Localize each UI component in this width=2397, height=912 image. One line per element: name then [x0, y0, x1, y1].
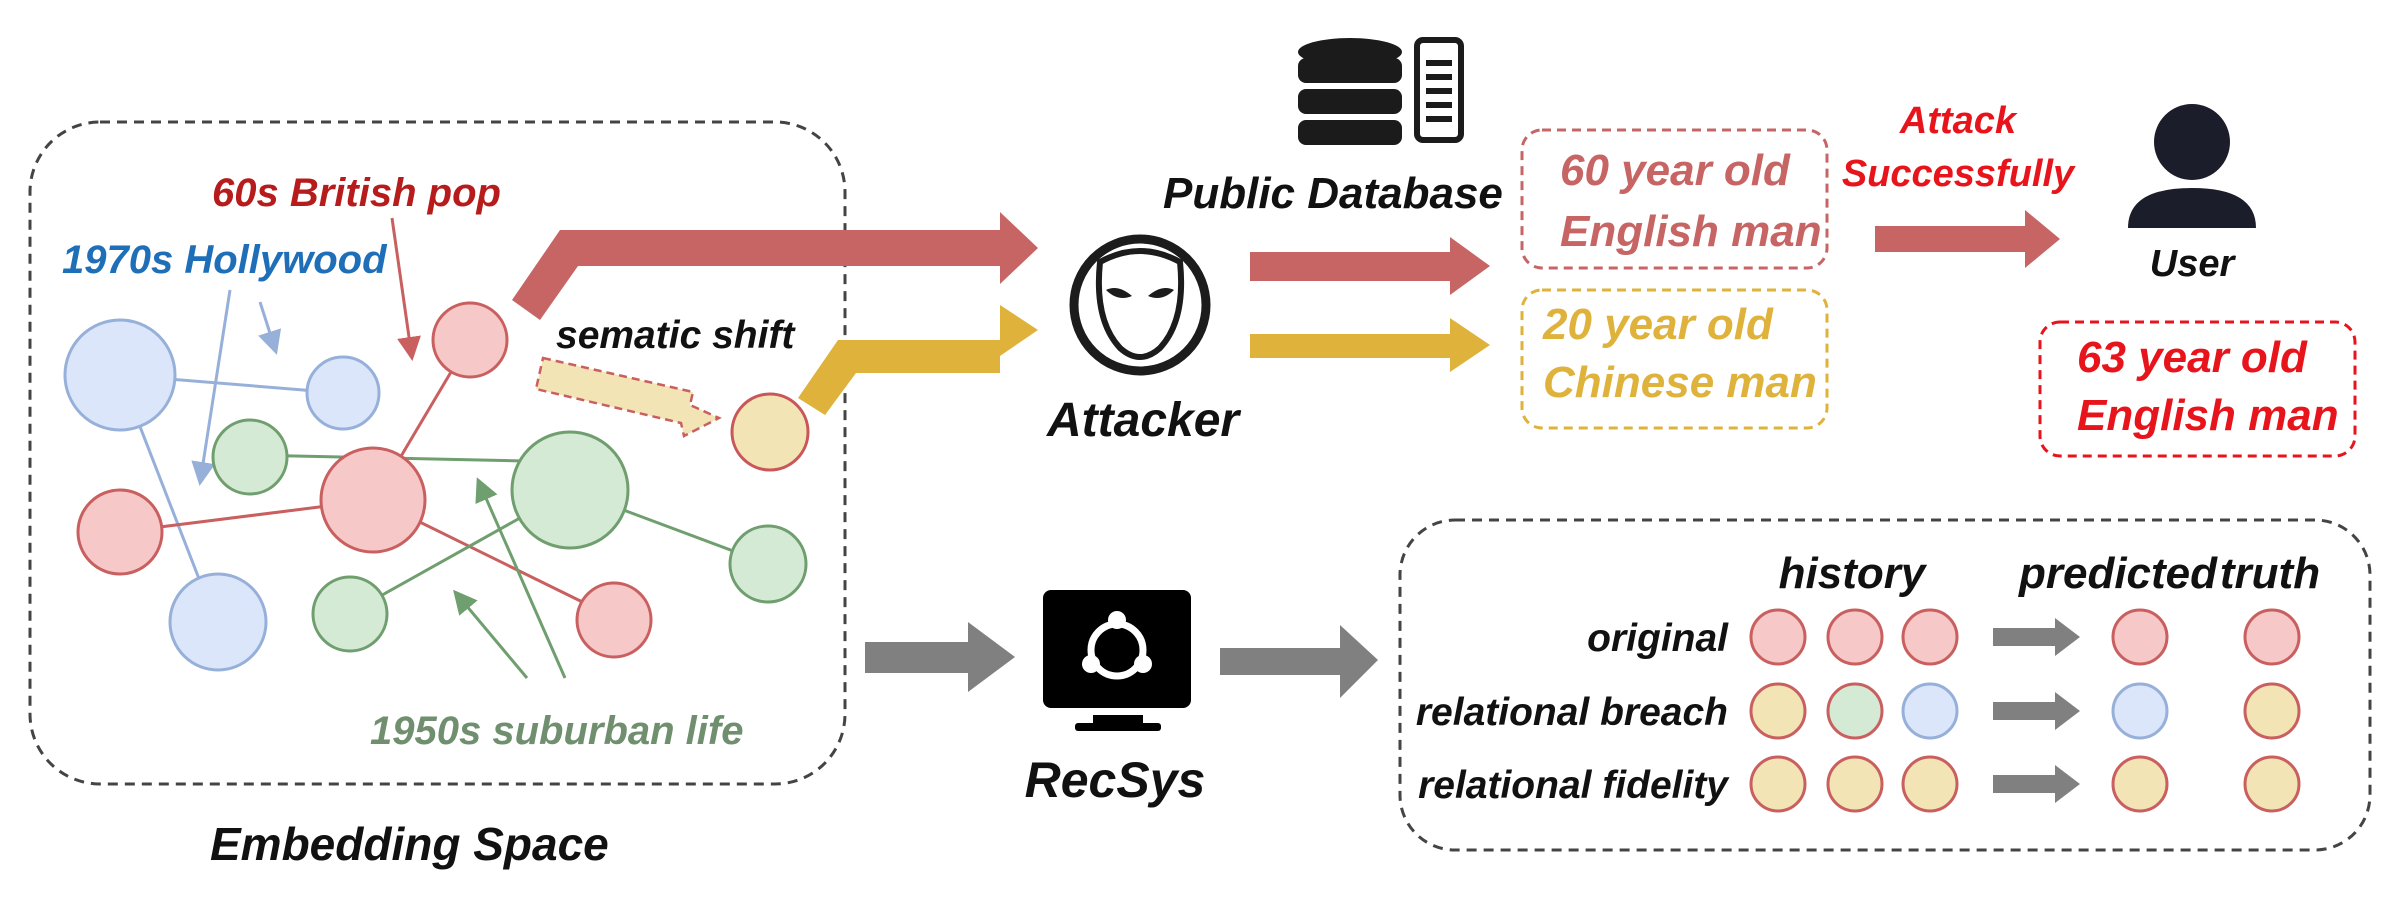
server-icon: [1414, 37, 1464, 143]
comparison-table-box: [1398, 518, 2372, 852]
public-database-label: Public Database: [1163, 169, 1503, 218]
recsys-monitor-icon: [1043, 590, 1191, 731]
user-truth-line2: English man: [2077, 391, 2339, 440]
node-green: [211, 418, 289, 496]
node-blue: [305, 355, 381, 431]
embedding-space-box: [28, 120, 847, 786]
history-item-yellow: [1749, 682, 1807, 740]
header-truth: truth: [2220, 549, 2320, 598]
truth-item-yellow: [2243, 755, 2301, 813]
history-item-yellow: [1826, 755, 1884, 813]
node-red: [76, 488, 164, 576]
label-semantic-shift: sematic shift: [556, 314, 796, 357]
yellow-match-box: [1520, 288, 1829, 430]
table-row: relational breach: [1416, 682, 2301, 740]
recsys-label: RecSys: [1025, 752, 1206, 808]
label-suburban-life: 1950s suburban life: [370, 709, 743, 753]
history-item-blue: [1901, 682, 1959, 740]
history-item-yellow: [1901, 755, 1959, 813]
red-flow-arrow: [512, 212, 1038, 320]
truth-item-yellow: [2243, 682, 2301, 740]
row-label: relational breach: [1416, 691, 1728, 734]
red-match-box: [1520, 128, 1829, 270]
row-label: relational fidelity: [1418, 764, 1730, 807]
node-green: [311, 575, 389, 653]
label-british-pop: 60s British pop: [212, 171, 501, 215]
red-match-line2: English man: [1560, 207, 1822, 256]
attack-success-line1: Attack: [1899, 100, 2018, 142]
predict-arrow: [1993, 765, 2080, 803]
node-red: [431, 301, 509, 379]
yellow-match-line1: 20 year old: [1542, 300, 1774, 349]
user-truth-box: [2038, 320, 2357, 458]
node-blue: [63, 318, 177, 432]
history-item-red: [1901, 608, 1959, 666]
yellow-flow-arrow: [798, 305, 1038, 415]
node-yellow-shifted: [730, 392, 810, 472]
red-match-line1: 60 year old: [1560, 146, 1791, 195]
attacker-mask-icon: [1069, 234, 1211, 376]
predicted-item-yellow: [2111, 755, 2169, 813]
history-item-red: [1749, 608, 1807, 666]
attacker-label: Attacker: [1046, 394, 1241, 447]
embedding-pointer-arrows: [191, 217, 567, 679]
header-history: history: [1779, 549, 1928, 598]
embedding-nodes: [63, 301, 810, 672]
user-truth-line1: 63 year old: [2077, 333, 2308, 382]
semantic-shift-arrow: [534, 356, 722, 438]
table-row: relational fidelity: [1418, 755, 2301, 813]
node-green: [510, 430, 630, 550]
node-red: [575, 581, 653, 659]
truth-item-red: [2243, 608, 2301, 666]
comparison-table-rows: original relational breach relational fide…: [1416, 608, 2301, 813]
history-item-green: [1826, 682, 1884, 740]
predict-arrow: [1993, 692, 2080, 730]
node-red: [319, 446, 427, 554]
gray-arrow-to-recsys: [865, 622, 1015, 692]
gray-arrow-to-table: [1220, 625, 1378, 698]
node-blue: [168, 572, 268, 672]
label-hollywood: 1970s Hollywood: [62, 238, 388, 282]
success-arrow: [1875, 210, 2060, 268]
yellow-match-line2: Chinese man: [1543, 358, 1817, 407]
row-label: original: [1587, 617, 1729, 660]
header-predicted: predicted: [2018, 549, 2218, 598]
predict-arrow: [1993, 618, 2080, 656]
predicted-item-blue: [2111, 682, 2169, 740]
predicted-item-red: [2111, 608, 2169, 666]
yellow-arrow-to-yellow-match: [1250, 318, 1490, 372]
table-row: original: [1587, 608, 2301, 666]
embedding-space-title: Embedding Space: [210, 818, 609, 870]
database-icon: [1298, 38, 1402, 145]
attack-success-line2: Successfully: [1842, 153, 2076, 195]
red-arrow-to-red-match: [1250, 237, 1490, 295]
user-label: User: [2150, 243, 2237, 285]
history-item-yellow: [1749, 755, 1807, 813]
user-icon: [2128, 104, 2256, 228]
node-green: [728, 524, 808, 604]
history-item-red: [1826, 608, 1884, 666]
